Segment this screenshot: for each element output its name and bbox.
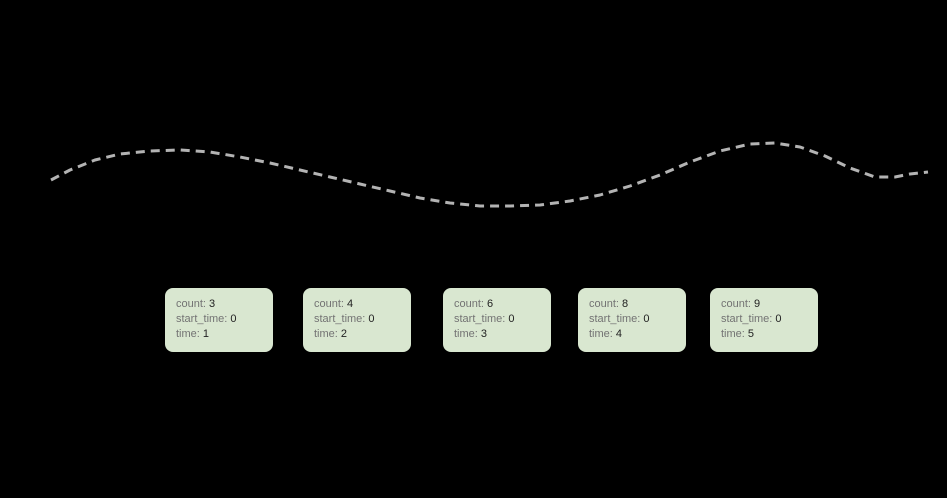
- node-field-label: start_time:: [721, 313, 773, 325]
- node-field-value: 6: [487, 298, 494, 310]
- node-field: time: 4: [589, 327, 686, 342]
- node-field: start_time: 0: [721, 312, 818, 327]
- node-field-label: count:: [589, 298, 619, 310]
- node-field-label: count:: [314, 298, 344, 310]
- node-field: count: 4: [314, 297, 411, 312]
- node-field-value: 0: [368, 313, 375, 325]
- node-field-value: 8: [622, 298, 629, 310]
- node-field-value: 4: [347, 298, 354, 310]
- node-field: start_time: 0: [176, 312, 273, 327]
- node-field: time: 1: [176, 327, 273, 342]
- node-field-value: 0: [230, 313, 237, 325]
- node-field: start_time: 0: [314, 312, 411, 327]
- node-field-label: time:: [589, 328, 613, 340]
- node-field-label: start_time:: [589, 313, 641, 325]
- node-field: count: 6: [454, 297, 551, 312]
- node-field-value: 0: [775, 313, 782, 325]
- node-field-label: time:: [176, 328, 200, 340]
- node-field-label: start_time:: [454, 313, 506, 325]
- node-field-label: start_time:: [314, 313, 366, 325]
- node-field: count: 3: [176, 297, 273, 312]
- node-field: count: 8: [589, 297, 686, 312]
- node-field: count: 9: [721, 297, 818, 312]
- node-field-value: 0: [643, 313, 650, 325]
- node-field-value: 2: [340, 328, 348, 340]
- node-field-value: 0: [508, 313, 515, 325]
- node-field: time: 3: [454, 327, 551, 342]
- node-field-label: count:: [176, 298, 206, 310]
- node-field-value: 1: [202, 328, 210, 340]
- node-field-label: time:: [454, 328, 478, 340]
- node-field-label: time:: [314, 328, 338, 340]
- node-field-label: time:: [721, 328, 745, 340]
- node-field-label: count:: [454, 298, 484, 310]
- node-field-label: count:: [721, 298, 751, 310]
- node-field-value: 3: [480, 328, 488, 340]
- node-field-value: 9: [754, 298, 761, 310]
- node-field: time: 2: [314, 327, 411, 342]
- node-field: start_time: 0: [589, 312, 686, 327]
- node-field: start_time: 0: [454, 312, 551, 327]
- dashed-trend-line-path: [50, 141, 929, 208]
- node-field-label: start_time:: [176, 313, 228, 325]
- node-field-value: 5: [747, 328, 755, 340]
- node-field-value: 3: [209, 298, 216, 310]
- node-field: time: 5: [721, 327, 818, 342]
- node-field-value: 4: [615, 328, 623, 340]
